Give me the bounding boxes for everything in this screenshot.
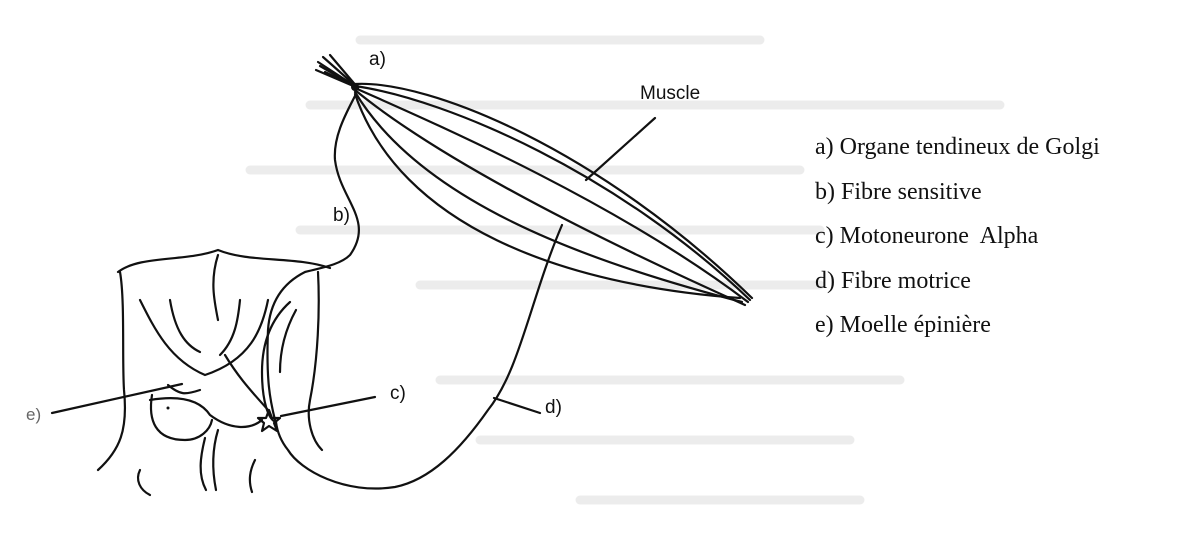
legend-letter: c): [815, 223, 834, 249]
legend-text: Fibre sensitive: [841, 179, 982, 205]
legend-item-b: b)Fibre sensitive: [815, 175, 1100, 220]
muscle-fibers: [355, 84, 752, 305]
legend-letter: a): [815, 134, 834, 160]
legend-text: Moelle épinière: [840, 312, 991, 338]
legend-item-a: a)Organe tendineux de Golgi: [815, 130, 1100, 175]
label-e: e): [26, 406, 41, 423]
legend-letter: d): [815, 268, 835, 294]
label-muscle: Muscle: [640, 84, 700, 103]
legend: a)Organe tendineux de Golgi b)Fibre sens…: [815, 130, 1100, 353]
leader-muscle: [586, 118, 655, 180]
legend-item-c: c)Motoneurone Alpha: [815, 219, 1100, 264]
golgi-tendon-organ: [316, 55, 358, 88]
label-d: d): [545, 398, 562, 417]
legend-text: Organe tendineux de Golgi: [840, 134, 1100, 160]
leader-c: [281, 397, 375, 416]
legend-letter: e): [815, 312, 834, 338]
label-c: c): [390, 384, 406, 403]
label-a: a): [369, 50, 386, 69]
legend-letter: b): [815, 179, 835, 205]
legend-text: Fibre motrice: [841, 268, 971, 294]
sensory-fiber: [267, 94, 358, 420]
legend-item-d: d)Fibre motrice: [815, 264, 1100, 309]
legend-text: Motoneurone Alpha: [840, 223, 1039, 249]
leader-d: [494, 398, 540, 413]
legend-item-e: e)Moelle épinière: [815, 308, 1100, 353]
label-b: b): [333, 206, 350, 225]
